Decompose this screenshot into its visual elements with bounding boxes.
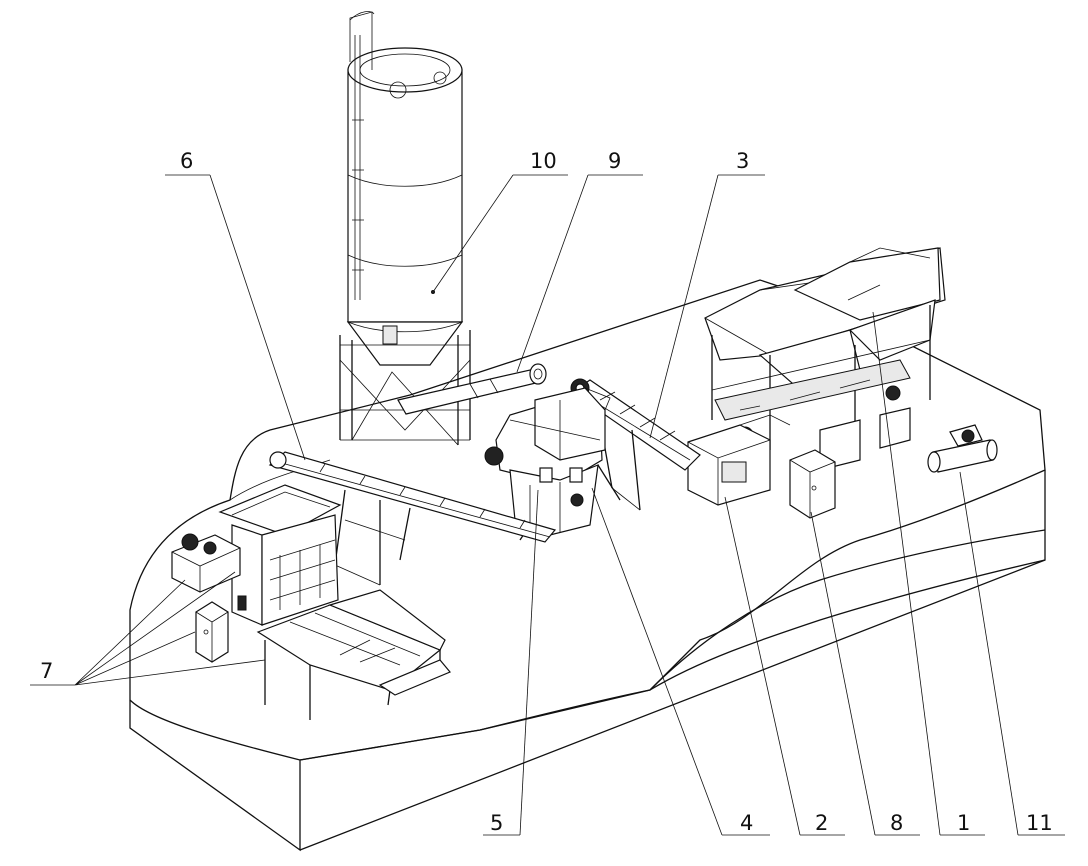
callout-4: 4: [740, 811, 753, 835]
block-making-machine: [171, 484, 451, 720]
screw-conveyor: [397, 363, 547, 415]
callout-2: 2: [815, 811, 828, 835]
callout-6: 6: [180, 149, 193, 173]
mixer: [484, 387, 621, 541]
callout-9: 9: [608, 149, 621, 173]
callout-1: 1: [957, 811, 970, 835]
leader-lines: [30, 174, 1065, 836]
callout-8: 8: [890, 811, 903, 835]
air-compressor: [927, 424, 998, 473]
control-cabinet: [789, 449, 836, 519]
callout-labels: 10 9 6 3 7 5 4 2 8 1 11: [40, 149, 1053, 835]
transfer-belt-conveyor: [268, 451, 557, 586]
callout-7: 7: [40, 659, 53, 683]
callout-5: 5: [490, 811, 503, 835]
callout-10: 10: [530, 149, 557, 173]
ground-platform: [129, 279, 1046, 852]
inclined-belt-conveyor: [570, 378, 701, 511]
callout-11: 11: [1026, 811, 1053, 835]
dosing-unit: [687, 414, 791, 506]
aggregate-batcher: [704, 247, 946, 471]
cement-silo: [339, 11, 471, 446]
callout-3: 3: [736, 149, 749, 173]
